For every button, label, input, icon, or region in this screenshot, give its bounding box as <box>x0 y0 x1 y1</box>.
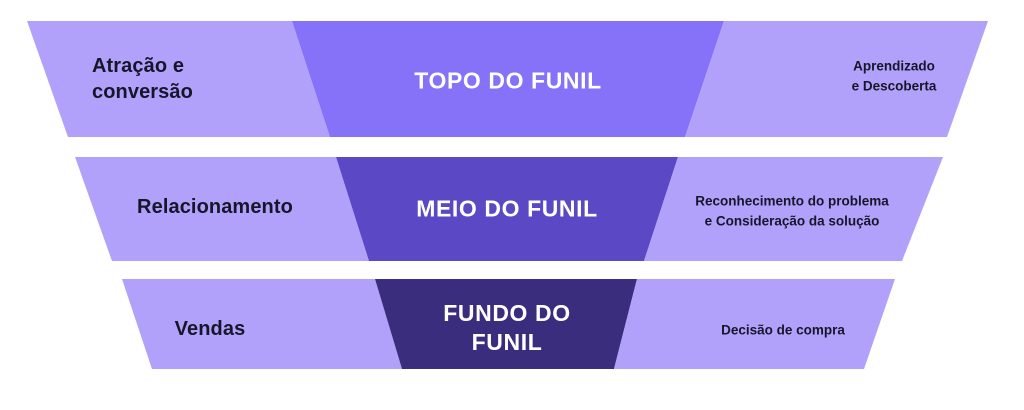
fundo-right-shape <box>614 279 895 369</box>
fundo-center-shape <box>375 279 637 369</box>
funnel-stage-topo: Atração e conversão TOPO DO FUNIL Aprend… <box>0 21 1024 137</box>
meio-right-label: Reconhecimento do problema e Consideraçã… <box>695 193 889 229</box>
topo-left-label: Atração e conversão <box>92 55 193 103</box>
funnel-stage-fundo: Vendas FUNDO DO FUNIL Decisão de compra <box>0 279 1024 369</box>
fundo-right-label: Decisão de compra <box>721 322 845 338</box>
topo-title-label: TOPO DO FUNIL <box>414 67 602 94</box>
fundo-left-shape <box>122 279 402 369</box>
funnel-stage-meio: Relacionamento MEIO DO FUNIL Reconhecime… <box>0 157 1024 261</box>
topo-left-shape <box>27 21 330 137</box>
fundo-title-label: FUNDO DO FUNIL <box>443 300 571 355</box>
fundo-left-label: Vendas <box>174 318 246 340</box>
meio-title-label: MEIO DO FUNIL <box>416 195 598 222</box>
topo-right-label: Aprendizado e Descoberta <box>851 58 937 94</box>
meio-center-shape <box>336 157 678 261</box>
meio-left-shape <box>75 157 369 261</box>
meio-right-shape <box>644 157 943 261</box>
topo-right-shape <box>685 21 988 137</box>
topo-center-shape <box>292 21 724 137</box>
meio-left-label: Relacionamento <box>137 196 293 218</box>
